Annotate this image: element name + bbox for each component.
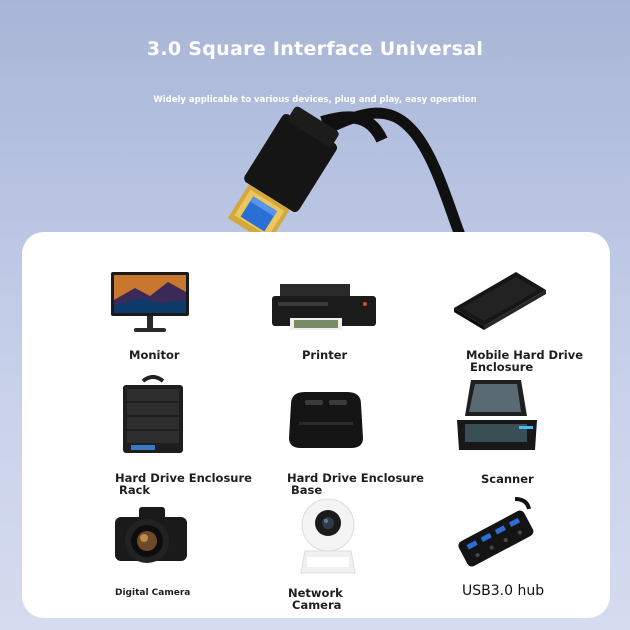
drive-dock-icon bbox=[285, 382, 367, 456]
page-subtitle: Widely applicable to various devices, pl… bbox=[153, 95, 477, 105]
printer-icon bbox=[270, 278, 378, 336]
device-label-drive-dock: Hard Drive Enclosure Base bbox=[287, 471, 424, 497]
device-label-hdd-enclosure: Mobile Hard Drive Enclosure bbox=[466, 348, 584, 374]
device-label-camera: Digital Camera bbox=[115, 588, 191, 598]
device-label-scanner: Scanner bbox=[481, 472, 534, 486]
device-label-network-camera: Network Camera bbox=[288, 586, 343, 612]
scanner-icon bbox=[455, 376, 539, 458]
device-label-usb-hub: USB3.0 hub bbox=[462, 583, 545, 599]
monitor-icon bbox=[110, 270, 192, 340]
usb-b-cable-icon bbox=[227, 106, 466, 244]
camera-icon bbox=[111, 501, 191, 571]
device-label-monitor: Monitor bbox=[129, 348, 180, 362]
device-label-printer: Printer bbox=[302, 348, 348, 362]
usb-hub-icon bbox=[455, 495, 537, 575]
network-camera-icon bbox=[297, 497, 359, 581]
drive-rack-icon bbox=[121, 375, 185, 459]
device-label-drive-rack: Hard Drive Enclosure Rack bbox=[115, 471, 252, 497]
page-title: 3.0 Square Interface Universal bbox=[146, 38, 484, 60]
hdd-enclosure-icon bbox=[452, 270, 548, 334]
